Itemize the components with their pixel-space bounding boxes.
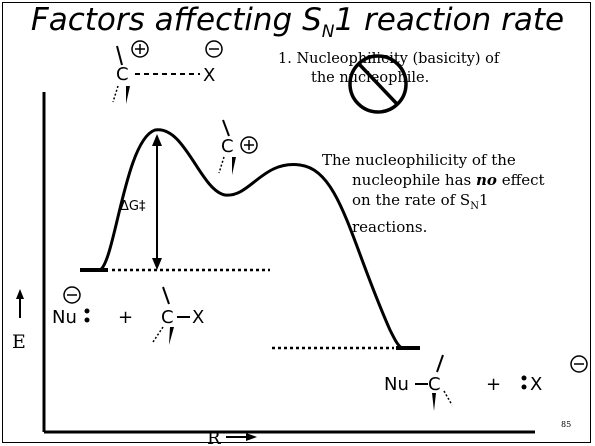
plus-charge-icon: [240, 136, 258, 154]
svg-text:+: +: [118, 307, 133, 328]
svg-text:+: +: [486, 374, 501, 395]
y-axis-label: E: [12, 331, 26, 353]
x-axis-label: R: [207, 428, 221, 446]
arrow-head-up: [152, 134, 162, 146]
svg-text:C: C: [161, 307, 174, 328]
note-line-3: on the rate of SN1: [352, 191, 489, 212]
plus-charge-icon: [131, 40, 149, 58]
prohibition-sign-icon: [348, 54, 408, 114]
svg-text:Nu: Nu: [52, 307, 77, 328]
minus-charge-icon: [570, 355, 588, 373]
reactants-structure: Nu + C X: [52, 286, 204, 345]
activation-energy-label: ΔG‡: [120, 199, 146, 214]
products-structure: Nu C + X: [384, 354, 588, 411]
svg-text:C: C: [221, 136, 234, 157]
energy-arrow-head: [16, 289, 24, 299]
svg-text:C: C: [116, 64, 129, 85]
energy-curve: [98, 128, 403, 350]
slide-frame: [2, 2, 591, 443]
minus-charge-icon: [205, 40, 223, 58]
svg-text:X: X: [530, 374, 542, 395]
slide-number: 85: [561, 420, 572, 429]
note-line-4: reactions.: [352, 218, 428, 236]
svg-text:C: C: [428, 374, 441, 395]
emphasis-no: no: [476, 171, 497, 189]
minus-charge-icon: [63, 286, 81, 304]
transition-state-structure: C X: [112, 40, 223, 104]
svg-text:X: X: [192, 307, 204, 328]
svg-text:Nu: Nu: [384, 374, 409, 395]
note-line-2: nucleophile has no effect: [352, 171, 545, 189]
svg-text:X: X: [203, 65, 215, 86]
explanation-note: The nucleophilicity of the nucleophile h…: [322, 150, 582, 237]
arrow-head-down: [152, 258, 162, 270]
reaction-arrow-head: [246, 433, 257, 441]
note-line-1: The nucleophilicity of the: [322, 151, 516, 169]
slide-title: Factors affecting SN1 reaction rate: [30, 2, 565, 43]
carbocation-structure: C: [218, 119, 258, 175]
